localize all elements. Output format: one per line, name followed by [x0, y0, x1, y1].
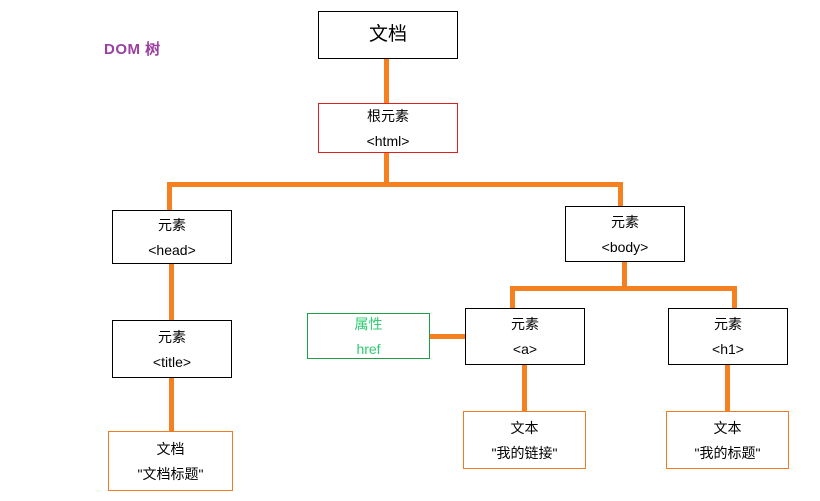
connector-html-down-stem: [384, 151, 389, 185]
node-label-secondary: <h1>: [712, 341, 744, 357]
node-label-secondary: "我的标题": [694, 444, 761, 461]
connector-body-down-stem: [622, 260, 627, 290]
node-label-primary: 元素: [714, 316, 742, 332]
node-label-secondary: <head>: [148, 241, 196, 258]
connector-title-to-doctext: [169, 376, 174, 433]
node-attribute-href[interactable]: 属性 href: [307, 313, 430, 359]
node-label-secondary: "我的链接": [491, 444, 558, 461]
node-label-secondary: <a>: [512, 341, 538, 357]
node-text-my-title[interactable]: 文本 "我的标题": [666, 411, 789, 469]
node-label-primary: 元素: [611, 213, 639, 230]
connector-body-branch-bar: [510, 286, 737, 291]
connector-h1-to-text: [725, 363, 730, 413]
node-element-a[interactable]: 元素 <a>: [465, 308, 585, 365]
node-text-my-link[interactable]: 文本 "我的链接": [463, 411, 586, 469]
node-label-secondary: <body>: [601, 238, 649, 255]
connector-href-to-a: [428, 334, 467, 339]
connector-document-to-html: [384, 58, 389, 106]
node-element-body[interactable]: 元素 <body>: [565, 206, 685, 262]
node-root-html[interactable]: 根元素 <html>: [318, 103, 458, 153]
connector-html-to-body-drop: [618, 182, 623, 208]
node-element-h1[interactable]: 元素 <h1>: [668, 308, 788, 365]
node-document[interactable]: 文档: [318, 11, 458, 59]
node-label-secondary: <html>: [366, 132, 410, 149]
node-label-secondary: "文档标题": [137, 465, 204, 482]
node-element-title[interactable]: 元素 <title>: [112, 320, 232, 378]
node-label-primary: 元素: [158, 216, 186, 233]
connector-a-to-text: [522, 363, 527, 413]
connector-body-to-a-drop: [510, 286, 515, 310]
node-label-primary: 元素: [511, 316, 539, 332]
diagram-title: DOM 树: [104, 41, 161, 58]
node-label-primary: 元素: [158, 328, 186, 345]
node-label-primary: 文本: [713, 419, 742, 436]
connector-html-branch-bar: [167, 182, 623, 187]
node-label-secondary: href: [356, 340, 381, 357]
connector-html-to-head-drop: [167, 182, 172, 212]
node-text-doc-title[interactable]: 文档 "文档标题": [108, 431, 233, 491]
node-element-head[interactable]: 元素 <head>: [112, 210, 232, 264]
connector-head-to-title: [169, 262, 174, 322]
node-label-primary: 文档: [368, 24, 407, 45]
node-label-primary: 属性: [354, 315, 383, 332]
connector-body-to-h1-drop: [732, 286, 737, 310]
node-label-primary: 文档: [156, 440, 185, 457]
node-label-secondary: <title>: [152, 353, 192, 370]
node-label-primary: 根元素: [367, 107, 409, 124]
node-label-primary: 文本: [510, 419, 539, 436]
